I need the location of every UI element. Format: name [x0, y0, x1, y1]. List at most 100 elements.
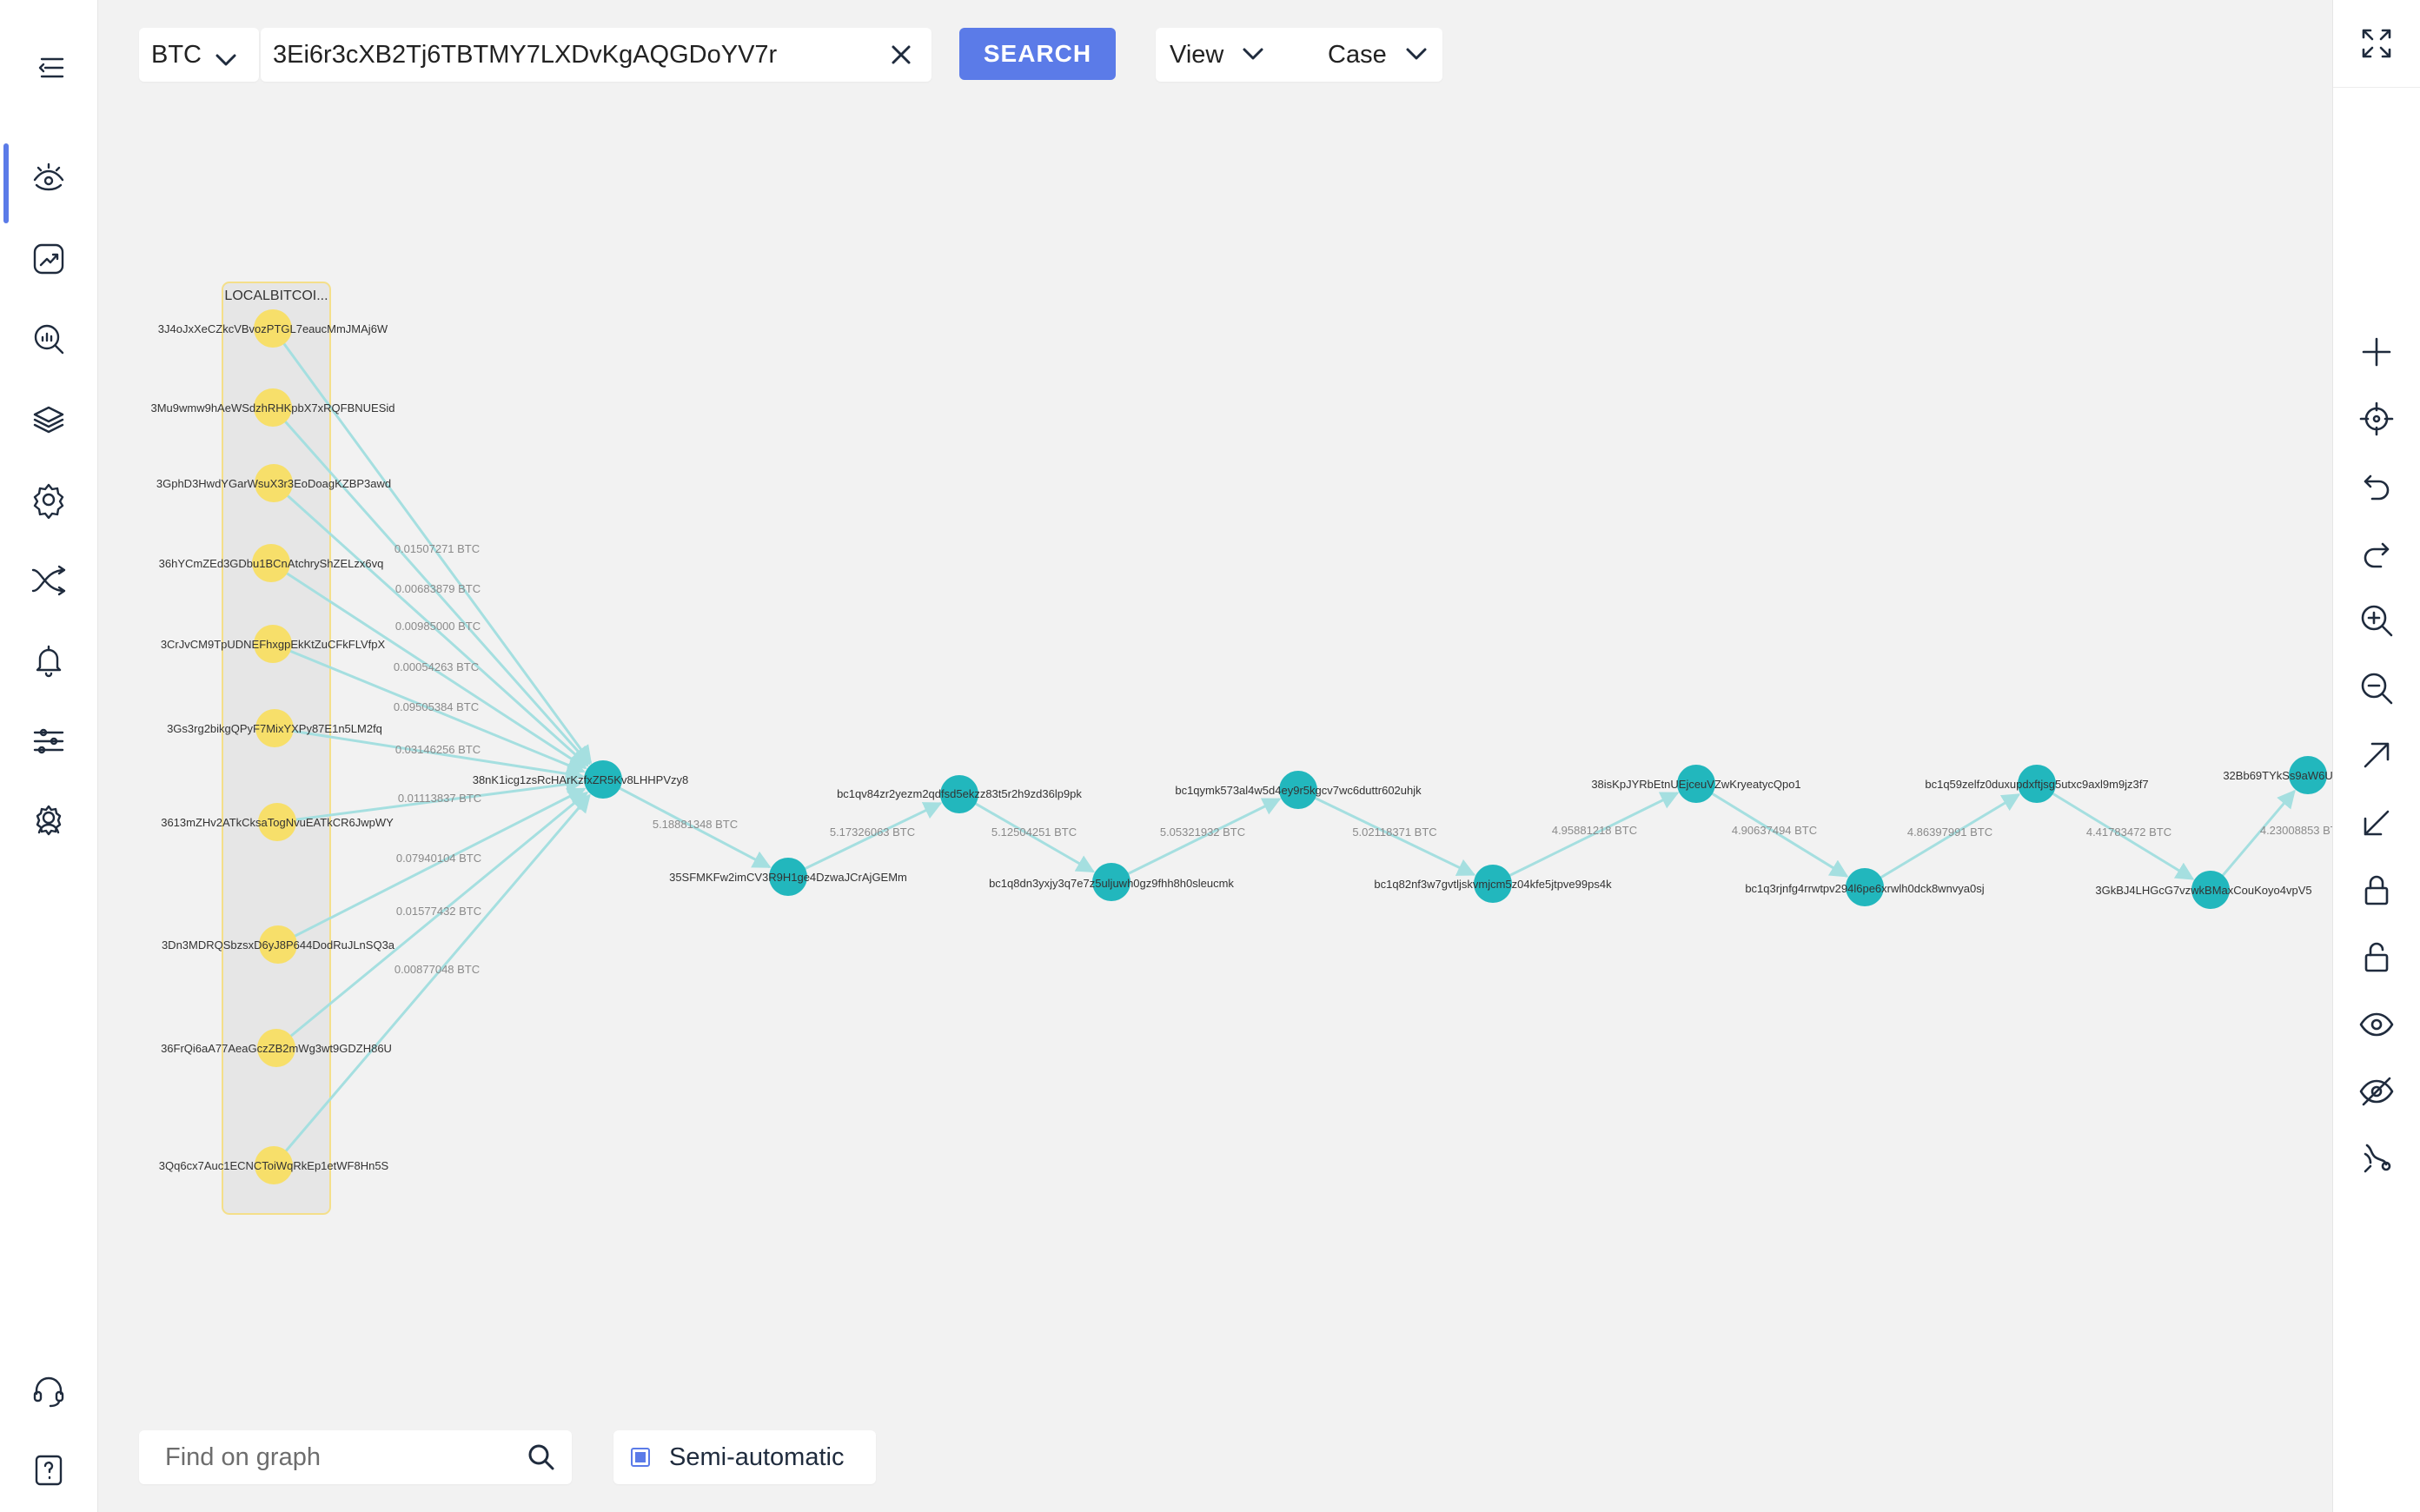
- cluster-address-node[interactable]: [255, 464, 293, 502]
- currency-value: BTC: [151, 40, 202, 69]
- show-button[interactable]: [2333, 994, 2420, 1055]
- graph-edge[interactable]: [1492, 792, 1680, 885]
- semi-automatic-checkbox[interactable]: [631, 1448, 650, 1467]
- edge-amount-label: 0.00683879 BTC: [395, 582, 481, 595]
- fullscreen-button[interactable]: [2333, 13, 2420, 74]
- edge-amount-label: 5.02118371 BTC: [1352, 826, 1436, 839]
- bell-icon: [36, 645, 62, 678]
- search-button[interactable]: SEARCH: [959, 28, 1116, 80]
- graph-edge[interactable]: [272, 793, 591, 1166]
- node-label: 3Dn3MDRQSbzsxD6yJ8P644DodRuJLnSQ3a: [162, 938, 395, 952]
- fullscreen-icon: [2362, 29, 2391, 58]
- redo-button[interactable]: [2333, 523, 2420, 584]
- view-dropdown[interactable]: View: [1170, 28, 1265, 82]
- cluster-address-node[interactable]: [259, 925, 297, 964]
- graph-edge[interactable]: [271, 328, 593, 765]
- case-dropdown[interactable]: Case: [1328, 28, 1429, 82]
- cluster-address-node[interactable]: [258, 803, 296, 841]
- sidebar-item-monitoring[interactable]: [0, 143, 97, 223]
- address-node[interactable]: [940, 775, 978, 813]
- collapse-button[interactable]: [2333, 792, 2420, 853]
- node-label: 3GphD3HwdYGarWsuX3r3EoDoagKZBP3awd: [156, 477, 391, 490]
- node-label: 3GkBJ4LHGcG7vzwkBMaxCouKoyo4vpV5: [2095, 884, 2311, 897]
- address-node[interactable]: [1474, 865, 1512, 903]
- graph-edge[interactable]: [271, 407, 591, 766]
- edge-amount-label: 0.03146256 BTC: [395, 743, 481, 756]
- cluster-address-node[interactable]: [252, 544, 290, 582]
- sidebar-item-filters[interactable]: [0, 706, 97, 776]
- cluster-address-node[interactable]: [254, 309, 292, 348]
- sidebar-item-settings[interactable]: [0, 465, 97, 534]
- graph-edge[interactable]: [2036, 782, 2195, 880]
- zoom-in-button[interactable]: [2333, 590, 2420, 651]
- zoom-in-icon: [2361, 605, 2393, 637]
- address-node[interactable]: [1846, 868, 1884, 906]
- hide-button[interactable]: [2333, 1061, 2420, 1122]
- graph-edge[interactable]: [272, 642, 586, 774]
- unlock-button[interactable]: [2333, 926, 2420, 987]
- menu-collapse-icon: [38, 57, 64, 78]
- sidebar-item-alerts[interactable]: [0, 626, 97, 695]
- node-label: 3Mu9wmw9hAeWSdzhRHKpbX7xRQFBNUESid: [150, 401, 394, 414]
- cluster-address-node[interactable]: [257, 1029, 295, 1067]
- cluster-address-node[interactable]: [255, 709, 294, 747]
- edge-amount-label: 0.00985000 BTC: [395, 620, 481, 633]
- cluster-address-node[interactable]: [254, 625, 292, 663]
- sidebar-item-layers[interactable]: [0, 385, 97, 454]
- address-node[interactable]: [2191, 871, 2230, 909]
- cluster-box[interactable]: [222, 282, 331, 1215]
- graph-edge[interactable]: [272, 481, 589, 767]
- graph-edge[interactable]: [270, 561, 587, 770]
- graph-edge[interactable]: [275, 791, 589, 1050]
- menu-collapse-button[interactable]: [0, 33, 97, 103]
- sidebar-item-analytics[interactable]: [0, 304, 97, 374]
- graph-edge[interactable]: [958, 792, 1096, 873]
- sidebar-item-help[interactable]: [0, 1436, 97, 1505]
- chevron-down-icon: [1241, 41, 1265, 70]
- graph-edge[interactable]: [1695, 782, 1849, 878]
- center-graph-button[interactable]: [2333, 388, 2420, 449]
- address-node[interactable]: [1092, 863, 1130, 901]
- graph-edge[interactable]: [1297, 788, 1476, 876]
- sidebar-item-support[interactable]: [0, 1356, 97, 1425]
- graph-edge[interactable]: [277, 787, 587, 946]
- address-node[interactable]: [769, 858, 807, 896]
- address-node[interactable]: [2018, 765, 2056, 803]
- semi-automatic-toggle[interactable]: Semi-automatic: [613, 1430, 876, 1484]
- layers-icon: [33, 406, 64, 434]
- expand-button[interactable]: [2333, 725, 2420, 786]
- currency-select[interactable]: BTC: [139, 28, 259, 82]
- view-label: View: [1170, 40, 1224, 69]
- edge-amount-label: 0.09505384 BTC: [394, 700, 479, 713]
- cluster-address-node[interactable]: [255, 1146, 293, 1184]
- help-icon: [35, 1455, 63, 1486]
- graph-edge[interactable]: [787, 802, 943, 879]
- graph-edge[interactable]: [274, 726, 585, 783]
- sidebar-item-users[interactable]: [0, 787, 97, 857]
- cleanup-button[interactable]: [2333, 1128, 2420, 1189]
- address-node[interactable]: [1677, 765, 1715, 803]
- graph-edge[interactable]: [276, 775, 585, 824]
- close-icon[interactable]: [886, 40, 916, 70]
- lock-button[interactable]: [2333, 859, 2420, 920]
- graph-edge[interactable]: [1864, 793, 2021, 889]
- zoom-out-button[interactable]: [2333, 658, 2420, 719]
- cluster-address-node[interactable]: [254, 388, 292, 427]
- address-search-input[interactable]: 3Ei6r3cXB2Tj6TBTMY7LXDvKgAQGDoYV7r: [261, 28, 932, 82]
- address-node[interactable]: [584, 760, 622, 799]
- node-label: 36hYCmZEd3GDbu1BCnAtchryShZELzx6vq: [159, 557, 384, 570]
- undo-icon: [2364, 474, 2390, 501]
- graph-edge[interactable]: [602, 778, 772, 869]
- sidebar-item-reports[interactable]: [0, 224, 97, 294]
- graph-edge[interactable]: [1111, 798, 1282, 884]
- node-label: 35SFMKFw2imCV3R9H1ge4DzwaJCrAjGEMm: [669, 871, 907, 884]
- edge-amount-label: 4.95881218 BTC: [1552, 824, 1637, 837]
- add-node-button[interactable]: [2333, 322, 2420, 382]
- undo-button[interactable]: [2333, 455, 2420, 516]
- address-node[interactable]: [1279, 771, 1317, 809]
- find-on-graph-input[interactable]: Find on graph: [139, 1430, 572, 1484]
- sidebar-item-flows[interactable]: [0, 546, 97, 615]
- graph-edge[interactable]: [2209, 789, 2296, 891]
- address-node[interactable]: [2289, 756, 2327, 794]
